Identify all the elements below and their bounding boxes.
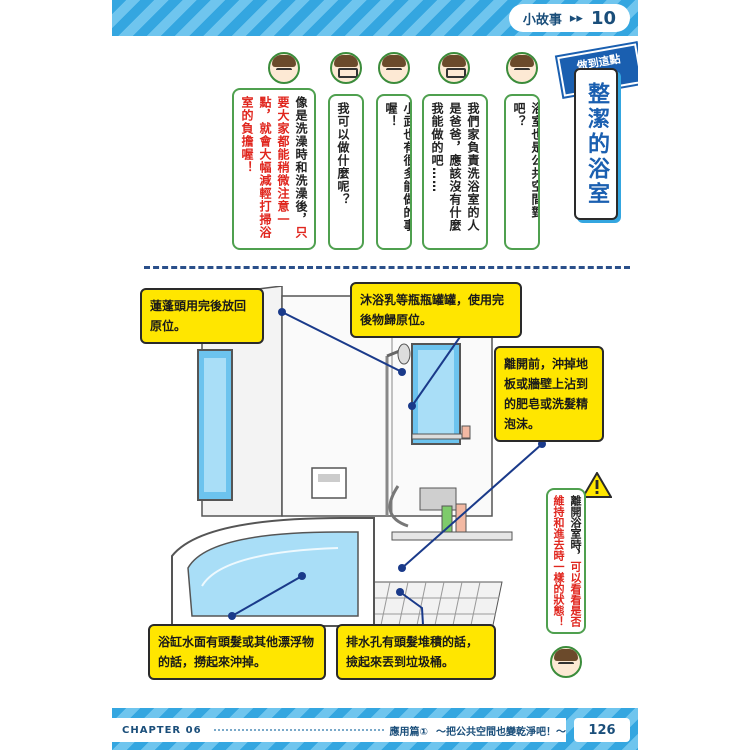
callout-drain: 排水孔有頭髮堆積的話，撿起來丟到垃圾桶。: [336, 624, 496, 680]
speech-bubble: 我們家負責洗浴室的人是爸爸，應該沒有什麼我能做的吧……: [422, 94, 488, 250]
dialogue-text: 浴室也是公共空間對吧？: [512, 102, 540, 219]
warning-icon: [582, 472, 612, 498]
story-number: 10: [590, 7, 616, 29]
callout-text: 排水孔有頭髮堆積的話，撿起來丟到垃圾桶。: [346, 635, 479, 669]
dialogue-text: 我們家負責洗浴室的人是爸爸，應該沒有什麼我能做的吧……: [430, 102, 480, 232]
character-avatar: [438, 52, 470, 84]
story-header-label: 小故事: [522, 12, 562, 28]
side-note-text-part: 離開浴室時，: [569, 495, 582, 561]
side-note: 離開浴室時，可以看看是否維持和進去時一樣的狀態！: [546, 488, 586, 634]
footer-strip: CHAPTER 06 應用篇① ～把公共空間也變乾淨吧！～: [112, 718, 566, 742]
callout-shampoo: 沐浴乳等瓶瓶罐罐，使用完後物歸原位。: [350, 282, 522, 338]
section-divider: [144, 266, 630, 269]
section-label: 應用篇①: [389, 726, 428, 738]
story-header: 小故事 ▸▸ 10: [508, 4, 630, 32]
speech-bubble: 我可以做什麼呢？: [328, 94, 364, 250]
callout-rinse: 離開前，沖掉地板或牆壁上沾到的肥皂或洗髮精泡沫。: [494, 346, 604, 442]
dialogue-text: 我可以做什麼呢？: [336, 102, 350, 206]
character-avatar: [268, 52, 300, 84]
side-note-text: 離開浴室時，可以看看是否維持和進去時一樣的狀態！: [550, 495, 584, 627]
book-page: 小故事 ▸▸ 10 做到這點 真厲害！ 整潔的浴室 浴室也是公共空間對吧？ 我們…: [112, 0, 638, 750]
footer-dots: [213, 729, 384, 731]
callout-text: 沐浴乳等瓶瓶罐罐，使用完後物歸原位。: [360, 293, 505, 327]
callout-text: 浴缸水面有頭髮或其他漂浮物的話，撈起來沖掉。: [158, 635, 315, 669]
callout-text: 蓮蓬頭用完後放回原位。: [150, 299, 247, 333]
chapter-label: CHAPTER 06: [122, 724, 202, 736]
character-avatar: [378, 52, 410, 84]
callout-text: 離開前，沖掉地板或牆壁上沾到的肥皂或洗髮精泡沫。: [504, 357, 589, 431]
dialogue-text: 小武也有很多能做的事喔！: [384, 102, 412, 232]
side-note-highlight: 可以看看是否維持和進去時一樣的狀態！: [552, 495, 582, 627]
page-number: 126: [574, 718, 630, 742]
dialogue-text: 像是洗澡時和洗澡後，只要大家都能稍微注意一點，就會大幅減輕打掃浴室的負擔喔！: [238, 96, 310, 242]
top-banner: 小故事 ▸▸ 10: [112, 0, 638, 36]
page-title-text: 整潔的浴室: [584, 81, 609, 207]
callout-shower: 蓮蓬頭用完後放回原位。: [140, 288, 264, 344]
section-subtitle: ～把公共空間也變乾淨吧！～: [436, 726, 566, 738]
page-title: 整潔的浴室: [574, 68, 618, 220]
bottom-banner: CHAPTER 06 應用篇① ～把公共空間也變乾淨吧！～ 126: [112, 708, 638, 750]
callout-tub: 浴缸水面有頭髮或其他漂浮物的話，撈起來沖掉。: [148, 624, 326, 680]
arrow-icon: ▸▸: [569, 10, 583, 26]
character-avatar: [550, 646, 582, 678]
character-avatar: [506, 52, 538, 84]
speech-bubble: 像是洗澡時和洗澡後，只要大家都能稍微注意一點，就會大幅減輕打掃浴室的負擔喔！: [232, 88, 316, 250]
speech-bubble: 小武也有很多能做的事喔！: [376, 94, 412, 250]
dialogue-highlight: 只要大家都能稍微注意一點，就會大幅減輕打掃浴室的負擔喔！: [240, 96, 308, 239]
character-avatar: [330, 52, 362, 84]
dialogue-text-part: 像是洗澡時和洗澡後，: [294, 96, 308, 226]
speech-bubble: 浴室也是公共空間對吧？: [504, 94, 540, 250]
